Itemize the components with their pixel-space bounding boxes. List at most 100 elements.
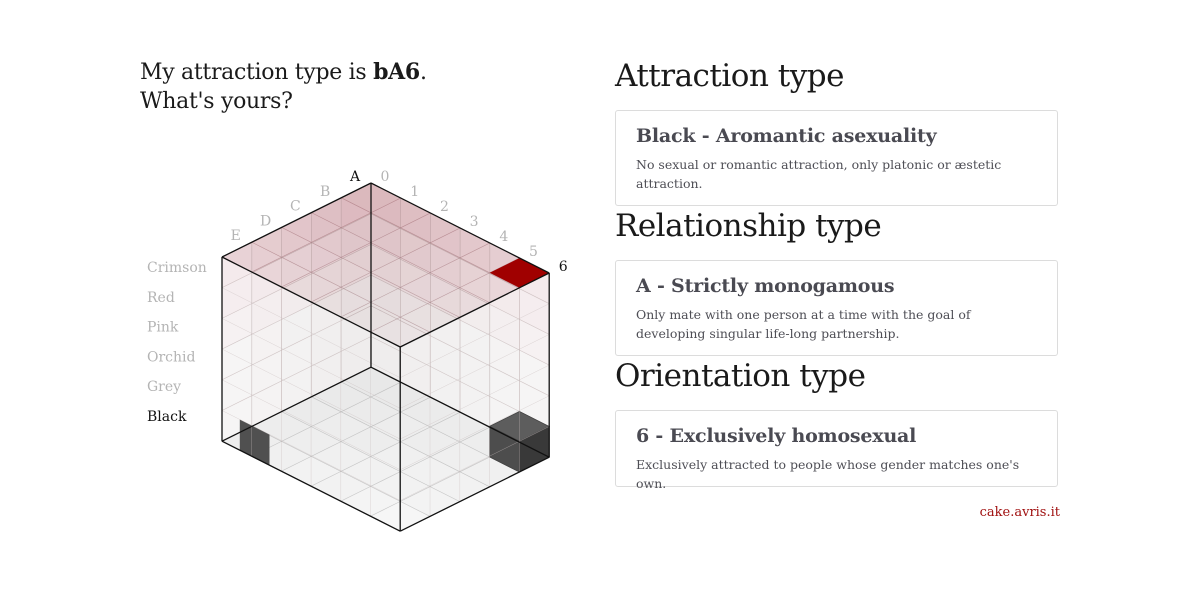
- edge-back-left-bottom: [221, 366, 372, 442]
- cube-back-left-cell: [311, 320, 342, 367]
- cube-back-left-cell: [281, 304, 312, 351]
- edge-top-right: [370, 182, 550, 274]
- color-label-grey: Grey: [147, 379, 181, 395]
- section-title-orientation: Orientation type: [615, 358, 866, 394]
- cube-back-right-cell: [400, 228, 431, 275]
- cube-top-cell: [399, 272, 461, 303]
- relationship-label-a: A: [349, 169, 361, 185]
- orientation-label-1: 1: [410, 184, 419, 200]
- cube-top-cell: [369, 287, 431, 318]
- cube-front-right-cell: [429, 347, 461, 395]
- cube-front-left-cell: [310, 362, 342, 410]
- cube-front-left-cell: [340, 347, 371, 394]
- orientation-label-3: 3: [470, 214, 479, 230]
- cube-back-right-cell: [430, 335, 461, 382]
- cube-back-right-cell: [459, 258, 491, 305]
- share-panel: My attraction type is bA6. What's yours?…: [140, 58, 568, 532]
- cube-back-right-cell: [459, 350, 491, 397]
- attraction-card: Black - Aromantic asexuality No sexual o…: [615, 110, 1058, 206]
- cube-front-right-cell: [489, 379, 520, 426]
- cube-front-left-cell: [251, 302, 282, 349]
- cube-back-right-cell: [459, 319, 491, 367]
- details-panel: Attraction type Black - Aromantic asexua…: [615, 0, 1060, 600]
- cube-front-left-cell: [340, 439, 371, 486]
- color-label-crimson: Crimson: [147, 260, 207, 276]
- cube-front-right-cell: [489, 410, 520, 457]
- cube-floor-cell: [340, 426, 402, 457]
- cube-back-right-cell: [430, 273, 461, 321]
- section-title-relationship: Relationship type: [615, 208, 882, 244]
- site-link[interactable]: cake.avris.it: [979, 505, 1060, 520]
- cube-front-right-cell: [429, 409, 461, 456]
- cube-front-left-cell: [281, 317, 312, 364]
- cube-top-cell: [399, 242, 461, 273]
- cube-front-left-cell: [310, 332, 342, 379]
- cube-back-left-cell: [281, 242, 312, 290]
- cube-back-right-cell: [430, 304, 461, 352]
- cube-back-right-cell: [400, 258, 431, 306]
- attraction-headline: My attraction type is bA6. What's yours?: [140, 58, 427, 116]
- orientation-card: 6 - Exclusively homosexual Exclusively a…: [615, 410, 1058, 491]
- cube-floor-cell: [310, 411, 372, 442]
- orientation-heading: 6 - Exclusively homosexual: [636, 425, 917, 447]
- cube-top-cell: [310, 227, 372, 258]
- color-label-black: Black: [147, 409, 187, 425]
- relationship-description: Only mate with one person at a time with…: [636, 307, 971, 341]
- cube-floor-cell: [399, 426, 461, 458]
- cube-back-left-cell: [311, 289, 342, 336]
- edge-bottom-front-right: [399, 456, 550, 532]
- edge-bottom-front-left: [221, 440, 401, 532]
- cube-back-right-cell: [489, 334, 520, 382]
- cube-front-right-cell: [489, 318, 520, 365]
- headline-question: What's yours?: [140, 89, 293, 114]
- relationship-label-c: C: [290, 199, 301, 215]
- cube-front-left-cell: [251, 394, 282, 441]
- cube-front-left-cell: [310, 424, 342, 471]
- cube-top-cell: [280, 242, 342, 273]
- headline-prefix: My attraction type is: [140, 60, 374, 85]
- cube-top-cell: [370, 257, 431, 288]
- cube-front-right-cell: [459, 332, 490, 380]
- orientation-description: Exclusively attracted to people whose ge…: [636, 457, 1020, 491]
- cube-top-cell: [310, 257, 372, 288]
- orientation-label-2: 2: [440, 199, 449, 215]
- cube-front-right-cell: [459, 363, 490, 410]
- color-label-orchid: Orchid: [147, 349, 196, 365]
- cube-front-right-cell: [489, 348, 520, 396]
- relationship-label-d: D: [260, 213, 271, 229]
- edge-top-left: [221, 182, 372, 258]
- cube-floor-cell: [340, 456, 402, 487]
- cube-back-left-cell: [251, 257, 282, 305]
- attraction-code: bA6: [373, 59, 420, 85]
- cube-floor-cell: [340, 396, 402, 428]
- cube-back-right-cell: [400, 320, 431, 367]
- cube-front-left-cell: [281, 347, 312, 395]
- cube-back-right-cell: [430, 243, 461, 290]
- headline-suffix: .: [419, 60, 427, 85]
- relationship-label-b: B: [320, 184, 330, 200]
- relationship-heading: A - Strictly monogamous: [636, 275, 895, 297]
- cube-back-right-cell: [400, 289, 431, 337]
- cube-top-cell: [370, 227, 431, 258]
- cube-back-right-cell: [489, 303, 520, 351]
- attraction-heading: Black - Aromantic asexuality: [636, 125, 937, 147]
- relationship-card: A - Strictly monogamous Only mate with o…: [615, 260, 1058, 356]
- orientation-label-6: 6: [559, 259, 568, 275]
- cube-front-left-cell: [310, 393, 342, 441]
- cube-floor-cell: [399, 456, 461, 487]
- cube-back-left-cell: [311, 258, 342, 306]
- relationship-label-e: E: [231, 228, 241, 244]
- edge-top-front-right: [399, 272, 550, 348]
- cube-front-left-cell: [281, 409, 312, 456]
- cube-front-right-cell: [429, 378, 461, 425]
- cube-front-left-cell: [281, 378, 312, 426]
- cube-front-right-cell: [459, 394, 490, 441]
- cube-front-left-cell: [251, 332, 282, 380]
- cube-front-left-cell: [251, 363, 282, 411]
- cube-back-right-cell: [459, 288, 491, 336]
- cube-back-left-cell: [311, 228, 342, 275]
- orientation-label-5: 5: [529, 244, 538, 260]
- edge-top-front-left: [221, 256, 401, 348]
- color-label-pink: Pink: [147, 320, 179, 336]
- cube-floor-cell: [429, 441, 491, 473]
